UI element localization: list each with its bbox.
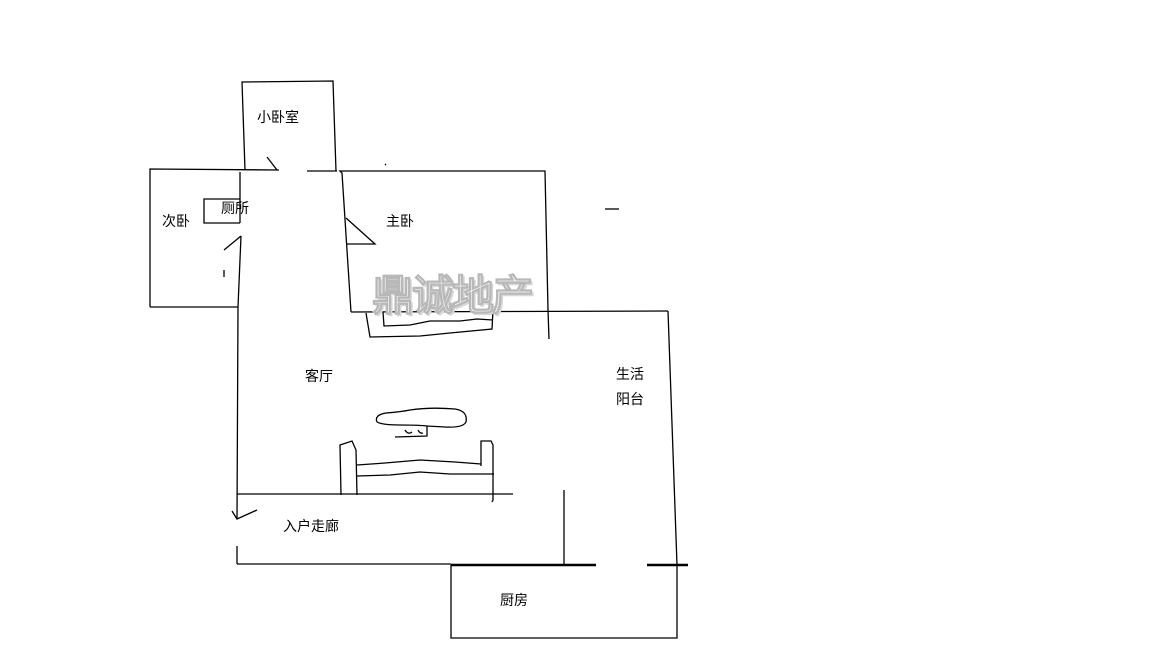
sofa-back: [356, 459, 482, 466]
coffee-table: [375, 407, 467, 438]
wall-small-bedroom: [241, 80, 337, 172]
label-toilet: 厕所: [221, 201, 249, 217]
door-second-bedroom: [223, 235, 242, 251]
sofa-seat: [356, 471, 494, 477]
label-second-bedroom: 次卧: [162, 214, 190, 230]
label-living-room: 客厅: [305, 369, 333, 385]
dot-mark: [384, 163, 387, 166]
bed-outline: [365, 309, 494, 338]
label-master-bedroom: 主卧: [386, 214, 414, 230]
wall-balcony-right: [450, 310, 678, 639]
door-master-bedroom: [345, 217, 377, 245]
door-small-bedroom: [266, 156, 278, 171]
wall-master-bottom: [350, 310, 669, 313]
label-entry-corridor: 入户走廊: [283, 519, 339, 535]
label-small-bedroom: 小卧室: [257, 110, 299, 126]
watermark-logo: 鼎诚地产: [371, 271, 534, 321]
wall-master-bedroom: [338, 170, 550, 340]
label-balcony-line2: 阳台: [616, 392, 644, 408]
sofa-left-arm: [339, 440, 358, 496]
bed-inner: [382, 311, 494, 327]
wall-top-left: [149, 168, 280, 307]
door-entry: [231, 509, 258, 520]
wall-toilet: [203, 198, 240, 224]
label-kitchen: 厨房: [500, 593, 528, 609]
label-balcony-line1: 生活: [616, 367, 644, 383]
wall-living-left: [236, 235, 242, 520]
sofa-right-arm: [480, 440, 494, 503]
